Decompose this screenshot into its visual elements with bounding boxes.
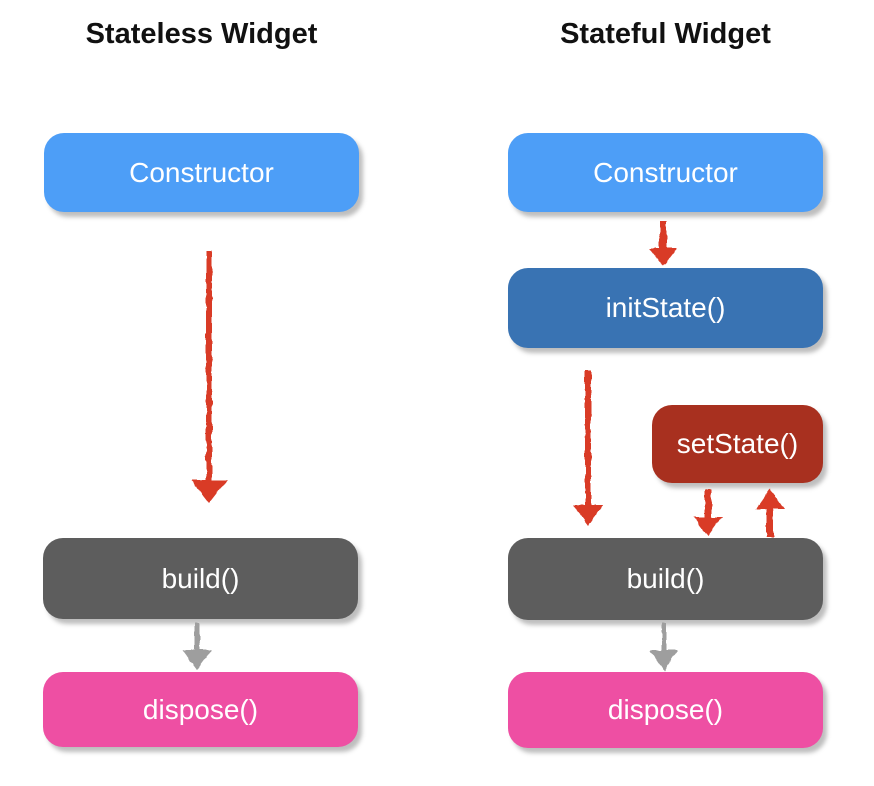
arrow-stateless-constructor-to-build bbox=[191, 250, 227, 503]
node-stateless-dispose: dispose() bbox=[43, 672, 358, 747]
arrow-stateful-initstate-to-build bbox=[573, 370, 603, 526]
stateful-column-title: Stateful Widget bbox=[560, 18, 771, 50]
arrow-stateful-build-to-setstate bbox=[756, 489, 784, 537]
node-stateful-initstate: initState() bbox=[508, 268, 823, 348]
node-stateless-constructor: Constructor bbox=[44, 133, 359, 212]
node-stateful-constructor: Constructor bbox=[508, 133, 823, 212]
stateless-column-title: Stateless Widget bbox=[85, 18, 318, 50]
arrow-stateful-setstate-to-build bbox=[694, 489, 722, 536]
arrow-stateful-constructor-to-initstate bbox=[649, 221, 677, 266]
arrow-stateful-build-to-dispose bbox=[650, 623, 678, 671]
arrow-stateless-build-to-dispose bbox=[182, 623, 212, 670]
node-stateful-dispose: dispose() bbox=[508, 672, 823, 748]
node-stateless-build: build() bbox=[43, 538, 358, 619]
node-stateful-build: build() bbox=[508, 538, 823, 620]
node-stateful-setstate: setState() bbox=[652, 405, 823, 483]
